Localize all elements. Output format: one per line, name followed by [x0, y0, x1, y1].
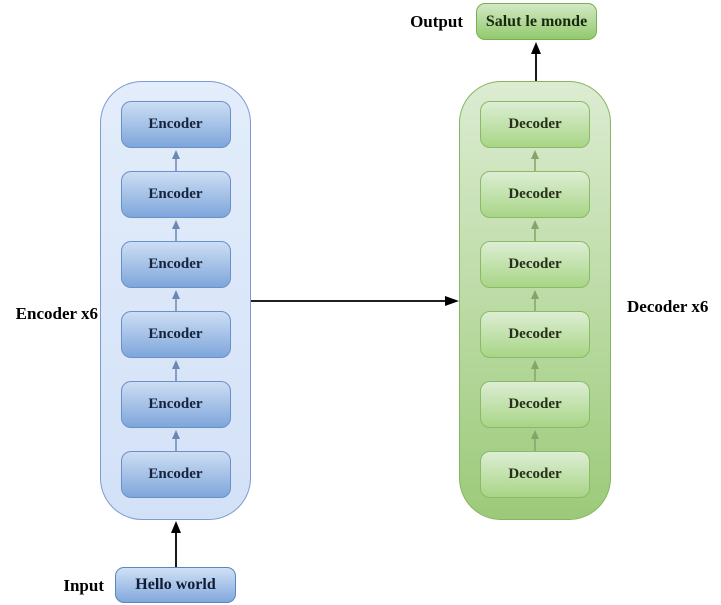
up-arrow-icon: [121, 288, 231, 311]
encoder-layer-box: Encoder: [120, 240, 231, 288]
input-value-box: Hello world: [115, 567, 236, 603]
up-arrow-icon: [121, 218, 231, 241]
encoder-layer-box: Encoder: [120, 450, 231, 498]
up-arrow-icon: [480, 288, 590, 311]
encoder-layer-box: Encoder: [120, 380, 231, 428]
output-value-box: Salut le monde: [476, 3, 597, 40]
decoder-layer-box: Decoder: [480, 450, 590, 498]
decoder-layer-box: Decoder: [480, 310, 590, 358]
encoder-to-decoder-arrow: [251, 296, 459, 306]
decoder-side-label: Decoder x6: [627, 297, 709, 316]
encoder-layer-box: Encoder: [120, 170, 231, 218]
input-arrow: [171, 521, 181, 567]
output-arrow: [531, 42, 541, 81]
encoder-side-label: Encoder x6: [15, 304, 98, 323]
up-arrow-icon: [480, 428, 590, 451]
up-arrow-icon: [121, 428, 231, 451]
up-arrow-icon: [121, 148, 231, 171]
decoder-layer-box: Decoder: [480, 380, 590, 428]
encoder-layer-box: Encoder: [120, 310, 231, 358]
encoder-layer-box: Encoder: [120, 100, 231, 148]
up-arrow-icon: [480, 358, 590, 381]
up-arrow-icon: [480, 148, 590, 171]
decoder-layer-box: Decoder: [480, 170, 590, 218]
up-arrow-icon: [121, 358, 231, 381]
up-arrow-icon: [480, 218, 590, 241]
decoder-layer-box: Decoder: [480, 100, 590, 148]
decoder-layer-box: Decoder: [480, 240, 590, 288]
input-label: Input: [63, 576, 104, 595]
output-label: Output: [410, 12, 463, 31]
